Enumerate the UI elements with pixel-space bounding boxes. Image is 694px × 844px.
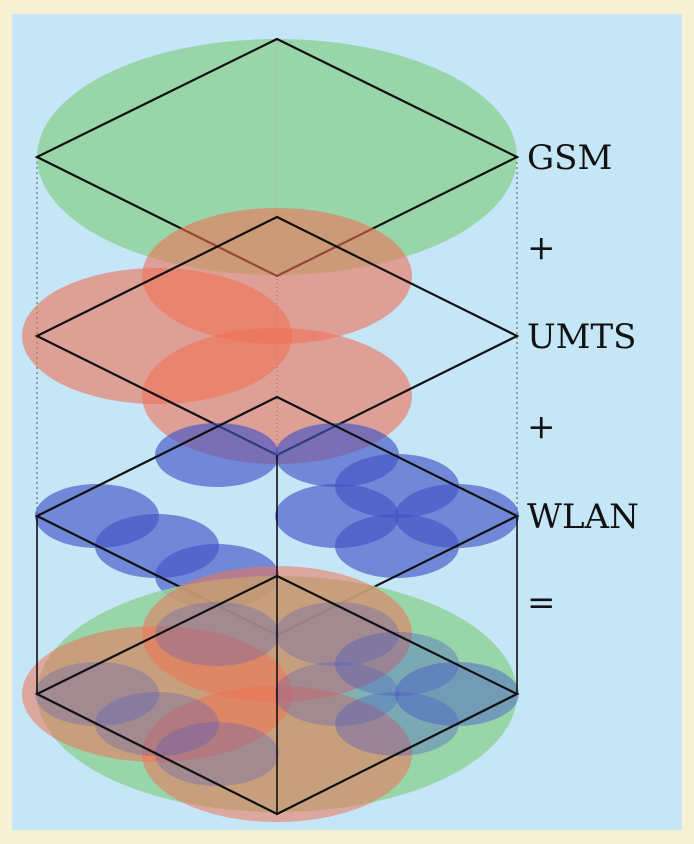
combined-wlan-cell — [155, 722, 279, 786]
combined-layer — [22, 566, 520, 822]
combined-wlan-cell — [275, 662, 399, 726]
diagram-frame: GSM + UMTS + WLAN = — [12, 14, 682, 830]
plus-label: + — [527, 407, 556, 447]
combined-wlan-cell — [335, 632, 459, 696]
prism-edges — [36, 455, 518, 814]
plus-label: + — [527, 228, 556, 268]
wlan-cell — [335, 514, 459, 578]
umts-layer — [22, 208, 520, 464]
combined-wlan-cell — [35, 662, 159, 726]
combined-wlan-cell — [95, 692, 219, 756]
umts-label: UMTS — [527, 317, 636, 357]
wlan-layer — [34, 395, 520, 637]
gsm-label: GSM — [527, 138, 612, 178]
network-layers-diagram: GSM + UMTS + WLAN = — [22, 37, 639, 822]
wlan-label: WLAN — [527, 497, 639, 537]
combined-wlan-cell — [395, 662, 519, 726]
combined-wlan-cell — [155, 602, 279, 666]
combined-wlan-cell — [335, 692, 459, 756]
wlan-cell — [155, 423, 279, 487]
combined-wlan-cell — [275, 602, 399, 666]
equals-label: = — [527, 583, 556, 623]
